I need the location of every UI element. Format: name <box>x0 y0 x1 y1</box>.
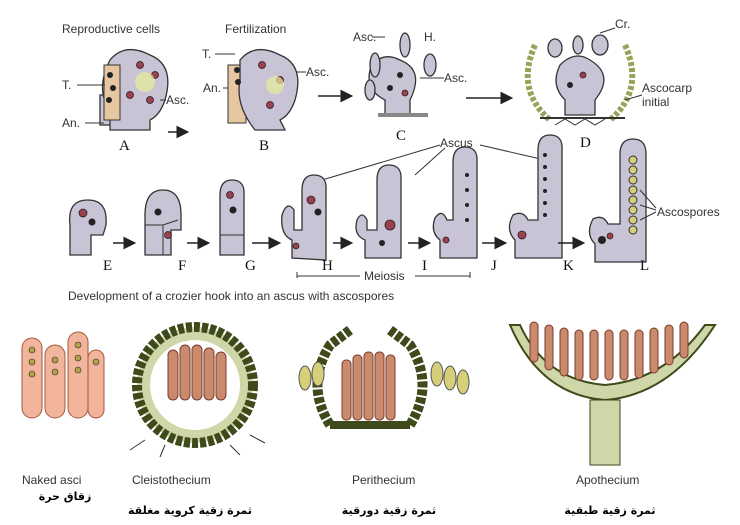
stage-letter-b: B <box>259 138 269 154</box>
label-apothecium: Apothecium <box>576 473 639 487</box>
stage-d-drawing <box>524 34 636 126</box>
label-asc-b: Asc. <box>306 65 329 79</box>
label-cleistothecium-arabic: ثمرة زقية كروية مغلقة <box>128 504 252 517</box>
title-fertilization: Fertilization <box>225 22 286 36</box>
label-naked-asci-arabic: زقاق حرة <box>39 490 92 503</box>
label-t-a: T. <box>62 78 71 92</box>
label-initial: initial <box>642 95 669 109</box>
stage-letter-h: H <box>322 258 333 274</box>
stage-letter-f: F <box>178 258 186 274</box>
stage-letter-g: G <box>245 258 256 274</box>
stage-letter-l: L <box>640 258 649 274</box>
label-an-b: An. <box>203 81 221 95</box>
label-asc-c-top: Asc. <box>353 30 376 44</box>
label-ascocarp: Ascocarp <box>642 81 692 95</box>
perithecium-drawing <box>298 326 470 429</box>
crozier-cell-j <box>432 146 478 259</box>
label-asc-a: Asc. <box>166 93 189 107</box>
stage-letter-a: A <box>119 138 130 154</box>
crozier-cell-g <box>219 179 245 256</box>
stage-a-drawing <box>99 48 169 131</box>
label-h: H. <box>424 30 436 44</box>
stage-letter-j: J <box>491 258 497 274</box>
stage-letter-i: I <box>422 258 427 274</box>
label-perithecium: Perithecium <box>352 473 415 487</box>
crozier-cell-l <box>588 138 647 263</box>
label-t-b: T. <box>202 47 211 61</box>
label-perithecium-arabic: ثمرة زقية دورقية <box>342 504 436 517</box>
stage-letter-e: E <box>103 258 112 274</box>
label-an-a: An. <box>62 116 80 130</box>
cleistothecium-drawing <box>129 322 266 458</box>
crozier-cell-k <box>508 134 563 259</box>
crozier-cell-h <box>281 174 327 261</box>
stage-letter-c: C <box>396 128 406 144</box>
label-cr: Cr. <box>615 17 630 31</box>
apothecium-drawing <box>508 321 717 466</box>
label-asc-c: Asc. <box>444 71 467 85</box>
stage-letter-d: D <box>580 135 591 151</box>
crozier-cell-i <box>355 164 402 259</box>
title-reproductive-cells: Reproductive cells <box>62 22 160 36</box>
stage-b-drawing <box>227 48 299 131</box>
label-naked-asci: Naked asci <box>22 473 81 487</box>
naked-asci-drawing <box>21 331 105 419</box>
crozier-cell-f <box>144 189 182 256</box>
label-apothecium-arabic: ثمرة زقية طبقية <box>564 504 655 517</box>
caption-crozier: Development of a crozier hook into an as… <box>68 289 394 303</box>
crozier-cell-e <box>68 199 107 256</box>
label-meiosis: Meiosis <box>364 269 405 283</box>
stage-letter-k: K <box>563 258 574 274</box>
label-ascospores: Ascospores <box>657 205 720 219</box>
stage-c-drawing <box>364 32 437 117</box>
label-cleistothecium: Cleistothecium <box>132 473 211 487</box>
